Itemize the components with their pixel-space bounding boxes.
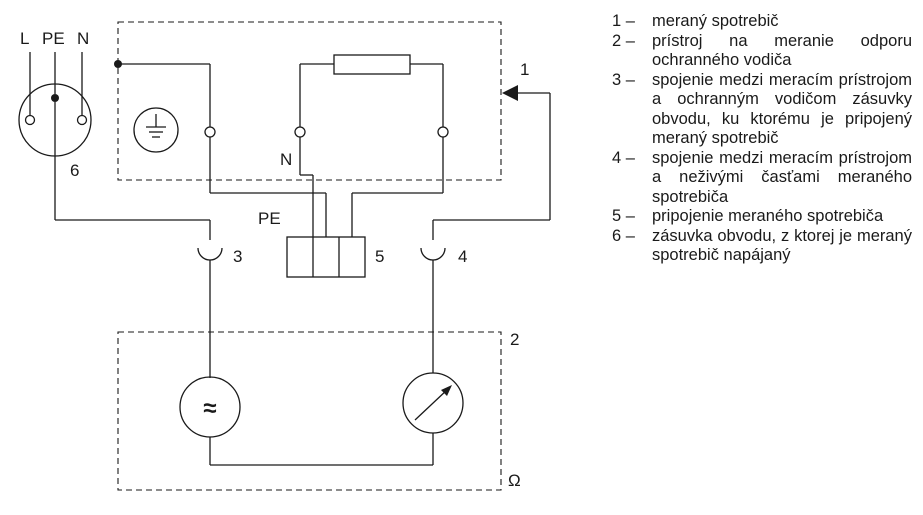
connection-3	[54, 102, 223, 378]
socket-label-n: N	[77, 29, 89, 48]
heating-resistor	[294, 54, 449, 237]
legend-text: zásuvka obvodu, z ktorej je meraný spotr…	[652, 226, 912, 265]
legend-item: 3 – spojenie medzi meracím prístrojom a o…	[612, 71, 912, 149]
label-6: 6	[70, 161, 79, 180]
label-pe: PE	[258, 209, 281, 228]
legend-item: 1 – meraný spotrebič	[612, 12, 912, 32]
label-2: 2	[510, 330, 519, 349]
legend-number: 5 –	[612, 207, 635, 225]
legend-number: 3 –	[612, 70, 635, 89]
meter-loop-wire	[209, 433, 434, 466]
connector-block	[286, 236, 366, 278]
legend-list: 1 – meraný spotrebič 2 – prístroj na meran…	[612, 12, 912, 266]
socket-label-pe: PE	[42, 29, 65, 48]
appliance-box	[117, 21, 502, 181]
label-3: 3	[233, 247, 242, 266]
legend-number: 2 –	[612, 31, 635, 50]
legend-text: pripojenie meraného spotrebiča	[652, 207, 884, 225]
legend-text: spojenie medzi meracím prístrojom a ochr…	[652, 70, 912, 148]
label-5: 5	[375, 247, 384, 266]
ground-icon	[133, 107, 179, 153]
legend-item: 6 – zásuvka obvodu, z ktorej je meraný sp…	[612, 227, 912, 266]
legend-number: 1 –	[612, 12, 635, 30]
meter-box	[117, 331, 502, 491]
label-ohm: Ω	[508, 471, 521, 490]
socket-label-l: L	[20, 29, 29, 48]
ohmmeter-gauge-icon	[402, 372, 464, 434]
legend-text: meraný spotrebič	[652, 12, 779, 30]
ac-source-symbol: ≈	[203, 395, 216, 422]
legend-number: 6 –	[612, 226, 635, 245]
connection-4	[420, 85, 551, 373]
legend-number: 4 –	[612, 148, 635, 167]
label-neutral: N	[280, 150, 292, 169]
circuit-diagram: L PE N 6 1 N	[18, 21, 551, 491]
legend-item: 2 – prístroj na meranie odporu ochranného…	[612, 32, 912, 71]
legend-text: prístroj na meranie odporu ochranného vo…	[652, 31, 912, 70]
label-1: 1	[520, 60, 529, 79]
legend-text: spojenie medzi meracím prístrojom a neži…	[652, 148, 912, 206]
pe-conductor	[114, 60, 327, 237]
legend-item: 5 – pripojenie meraného spotrebiča	[612, 207, 912, 227]
label-4: 4	[458, 247, 467, 266]
legend-item: 4 – spojenie medzi meracím prístrojom a n…	[612, 149, 912, 208]
